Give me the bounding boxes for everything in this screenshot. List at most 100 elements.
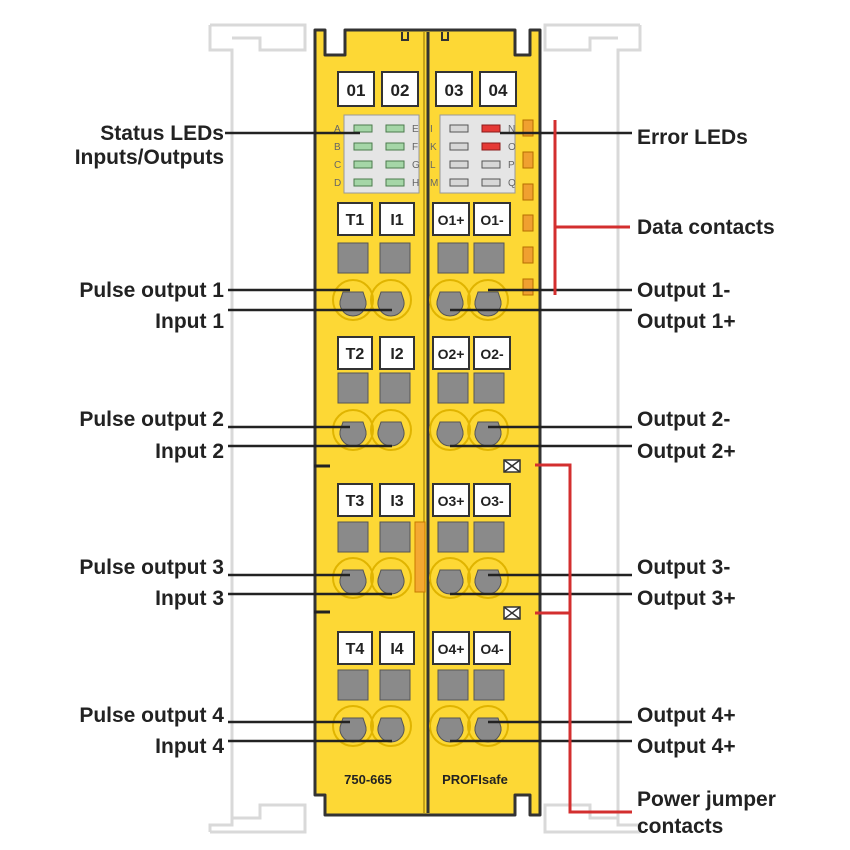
wire-entry[interactable]	[436, 717, 464, 743]
wire-entry[interactable]	[377, 569, 405, 595]
leader-lines	[225, 131, 632, 743]
led-letter: L	[430, 160, 436, 171]
terminal-label: T3	[346, 493, 365, 510]
wire-entry[interactable]	[436, 291, 464, 317]
wire-entry[interactable]	[436, 569, 464, 595]
terminal-row-1: T1 I1 O1+ O1-	[332, 202, 511, 321]
status-led	[353, 160, 373, 169]
status-led	[385, 160, 405, 169]
led-letter: A	[334, 124, 341, 135]
data-contacts-label: Data contacts	[637, 216, 775, 239]
terminal-release-slot[interactable]	[337, 242, 369, 274]
terminal-label: I4	[390, 641, 403, 658]
data-contacts	[522, 119, 534, 296]
terminal-release-slot[interactable]	[337, 669, 369, 701]
wire-entry[interactable]	[377, 291, 405, 317]
terminal-release-slot[interactable]	[473, 521, 505, 553]
terminal-label: I1	[390, 212, 403, 229]
led-letter: H	[412, 178, 419, 189]
terminal-release-slot[interactable]	[379, 242, 411, 274]
power-jumper-markers	[503, 459, 521, 620]
terminal-release-slot[interactable]	[437, 669, 469, 701]
error-led	[449, 160, 469, 169]
pulse-output-4-label: Pulse output 4	[79, 704, 224, 727]
terminal-label: T2	[346, 346, 365, 363]
error-led	[481, 160, 501, 169]
led-letter: O	[508, 142, 516, 153]
channel-label: 01	[347, 81, 366, 100]
output-1-minus-label: Output 1-	[637, 279, 730, 302]
status-led	[353, 124, 373, 133]
led-letter: D	[334, 178, 341, 189]
terminal-release-slot[interactable]	[473, 372, 505, 404]
terminal-release-slot[interactable]	[379, 372, 411, 404]
terminal-release-slot[interactable]	[379, 669, 411, 701]
channel-label: 02	[391, 81, 410, 100]
wire-entry[interactable]	[339, 569, 367, 595]
terminal-row-3: T3 I3 O3+ O3-	[332, 483, 511, 599]
status-led	[353, 142, 373, 151]
error-led-active	[481, 142, 501, 151]
power-jumper-label-line2: contacts	[637, 815, 723, 838]
wire-entry[interactable]	[377, 421, 405, 447]
terminal-release-slot[interactable]	[473, 669, 505, 701]
error-leds-label: Error LEDs	[637, 126, 748, 149]
status-led	[385, 178, 405, 187]
input-4-label: Input 4	[155, 735, 224, 758]
output-4-plus-label-2: Output 4+	[637, 735, 736, 758]
led-letter: K	[430, 142, 437, 153]
terminal-release-slot[interactable]	[337, 521, 369, 553]
wire-entry[interactable]	[474, 291, 502, 317]
power-jumper-bracket	[535, 463, 632, 814]
output-2-plus-label: Output 2+	[637, 440, 736, 463]
terminal-row-2: T2 I2 O2+ O2-	[332, 336, 511, 451]
wire-entry[interactable]	[436, 421, 464, 447]
wire-entry[interactable]	[339, 291, 367, 317]
status-led	[385, 142, 405, 151]
wire-entry[interactable]	[339, 421, 367, 447]
status-leds-label-line2: Inputs/Outputs	[75, 146, 224, 169]
error-led	[449, 124, 469, 133]
terminal-label: O3-	[480, 493, 504, 509]
error-led	[449, 142, 469, 151]
error-led	[481, 178, 501, 187]
status-leds-label: Status LEDs	[100, 122, 224, 145]
terminal-label: O1+	[438, 212, 465, 228]
terminal-release-slot[interactable]	[437, 372, 469, 404]
led-letter: I	[430, 124, 433, 135]
terminal-label: O1-	[480, 212, 504, 228]
left-labels: Status LEDs Inputs/Outputs Pulse output …	[75, 122, 225, 758]
terminal-label: T1	[346, 212, 365, 229]
led-letter: P	[508, 160, 515, 171]
terminal-release-slot[interactable]	[379, 521, 411, 553]
wire-entry[interactable]	[474, 569, 502, 595]
wire-entry[interactable]	[377, 717, 405, 743]
error-led-panel: I K L M N O P Q	[430, 114, 516, 194]
led-letter: F	[412, 142, 418, 153]
pulse-output-1-label: Pulse output 1	[79, 279, 224, 302]
power-jumper-label: Power jumper	[637, 788, 776, 811]
output-1-plus-label: Output 1+	[637, 310, 736, 333]
terminal-release-slot[interactable]	[437, 521, 469, 553]
terminal-label: T4	[346, 641, 365, 658]
terminal-label: O4+	[438, 641, 465, 657]
model-number: 750-665	[344, 772, 392, 787]
wire-entry[interactable]	[474, 421, 502, 447]
led-letter: N	[508, 124, 515, 135]
led-letter: C	[334, 160, 341, 171]
terminal-release-slot[interactable]	[437, 242, 469, 274]
channel-label: 03	[445, 81, 464, 100]
terminal-release-slot[interactable]	[473, 242, 505, 274]
output-4-plus-label: Output 4+	[637, 704, 736, 727]
terminal-release-slot[interactable]	[337, 372, 369, 404]
din-rail-outline	[208, 23, 642, 834]
right-labels: Error LEDs Data contacts Output 1- Outpu…	[637, 126, 776, 838]
terminal-label: I2	[390, 346, 403, 363]
input-1-label: Input 1	[155, 310, 224, 333]
terminal-label: I3	[390, 493, 403, 510]
channel-boxes: 01 02 03 04	[337, 71, 517, 107]
pulse-output-3-label: Pulse output 3	[79, 556, 224, 579]
led-letter: E	[412, 124, 419, 135]
output-2-minus-label: Output 2-	[637, 408, 730, 431]
